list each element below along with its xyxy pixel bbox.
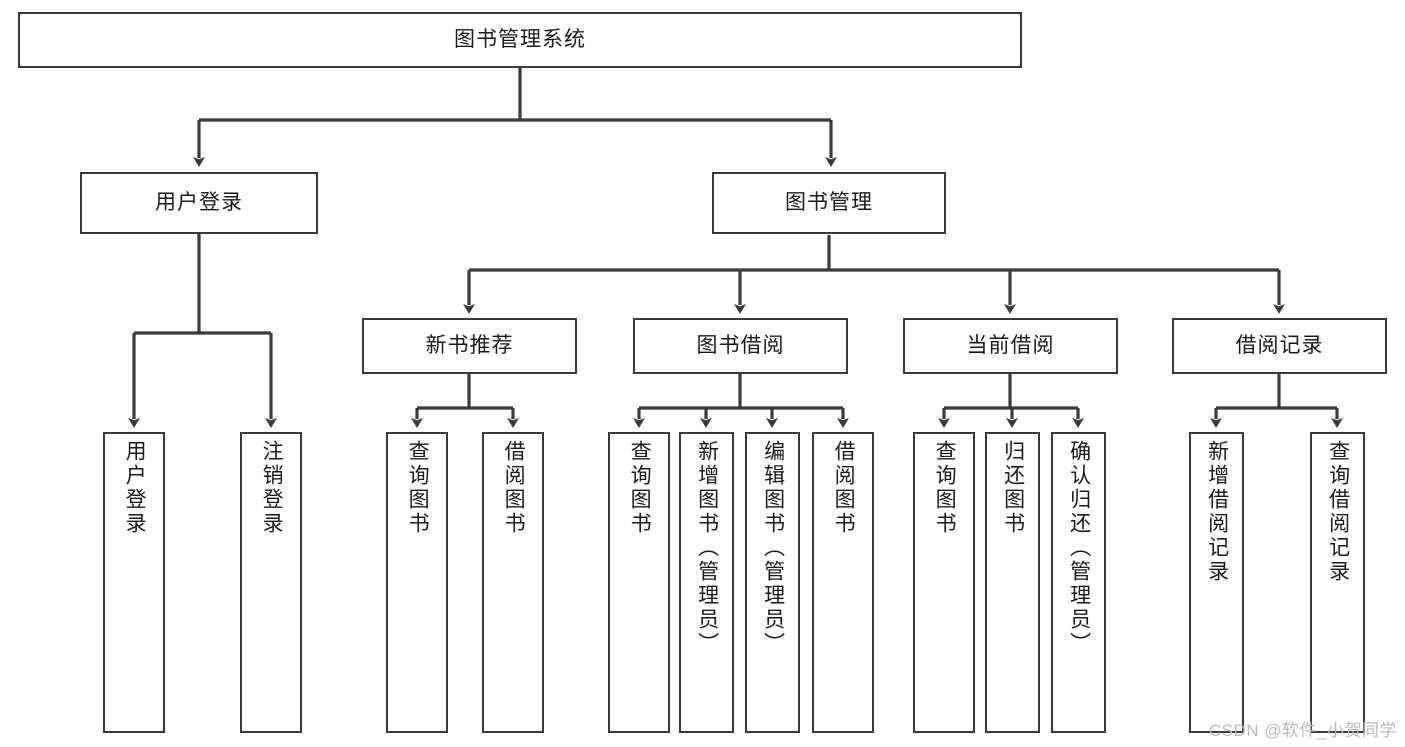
node-label: 归还图书 <box>1001 440 1025 536</box>
node-label: 用户登录 <box>155 191 243 215</box>
node-label: 确认归还（管理员） <box>1067 440 1091 656</box>
node-leaf-edit-book[interactable]: 编辑图书（管理员） <box>745 432 800 733</box>
node-leaf-add-borrow-record[interactable]: 新增借阅记录 <box>1189 432 1244 733</box>
node-leaf-query-book-2[interactable]: 查询图书 <box>608 432 670 733</box>
node-label: 图书管理 <box>785 191 873 215</box>
node-label: 新书推荐 <box>425 334 514 358</box>
node-label: 图书管理系统 <box>454 28 586 52</box>
node-leaf-query-borrow-record[interactable]: 查询借阅记录 <box>1310 432 1365 733</box>
node-label: 新增借阅记录 <box>1205 440 1229 584</box>
node-label: 用户登录 <box>123 440 147 536</box>
node-label: 图书借阅 <box>696 334 785 358</box>
node-root-system[interactable]: 图书管理系统 <box>18 12 1022 68</box>
node-leaf-return-book[interactable]: 归还图书 <box>985 432 1040 733</box>
node-label: 新增图书（管理员） <box>695 440 719 656</box>
node-label: 查询图书 <box>406 440 430 536</box>
node-book-borrow[interactable]: 图书借阅 <box>633 318 848 374</box>
node-label: 编辑图书（管理员） <box>761 440 785 656</box>
node-leaf-borrow-book-1[interactable]: 借阅图书 <box>482 432 544 733</box>
node-book-management[interactable]: 图书管理 <box>712 172 946 234</box>
node-leaf-borrow-book-2[interactable]: 借阅图书 <box>812 432 874 733</box>
node-borrow-record[interactable]: 借阅记录 <box>1172 318 1387 374</box>
node-label: 当前借阅 <box>966 334 1055 358</box>
node-new-book-recommend[interactable]: 新书推荐 <box>362 318 577 374</box>
node-current-borrow[interactable]: 当前借阅 <box>903 318 1118 374</box>
node-label: 查询图书 <box>628 440 652 536</box>
node-leaf-add-book[interactable]: 新增图书（管理员） <box>679 432 734 733</box>
node-label: 注销登录 <box>260 440 284 536</box>
node-label: 查询图书 <box>933 440 957 536</box>
node-leaf-logout[interactable]: 注销登录 <box>240 432 302 733</box>
watermark: CSDN @软件_小贺同学 <box>1208 721 1397 740</box>
node-label: 查询借阅记录 <box>1326 440 1350 584</box>
node-leaf-user-login[interactable]: 用户登录 <box>103 432 165 733</box>
node-leaf-query-book-1[interactable]: 查询图书 <box>386 432 448 733</box>
node-label: 借阅图书 <box>832 440 856 536</box>
node-leaf-confirm-return[interactable]: 确认归还（管理员） <box>1051 432 1106 733</box>
node-label: 借阅图书 <box>502 440 526 536</box>
node-user-login[interactable]: 用户登录 <box>80 172 318 234</box>
node-leaf-query-book-3[interactable]: 查询图书 <box>913 432 975 733</box>
node-label: 借阅记录 <box>1235 334 1324 358</box>
